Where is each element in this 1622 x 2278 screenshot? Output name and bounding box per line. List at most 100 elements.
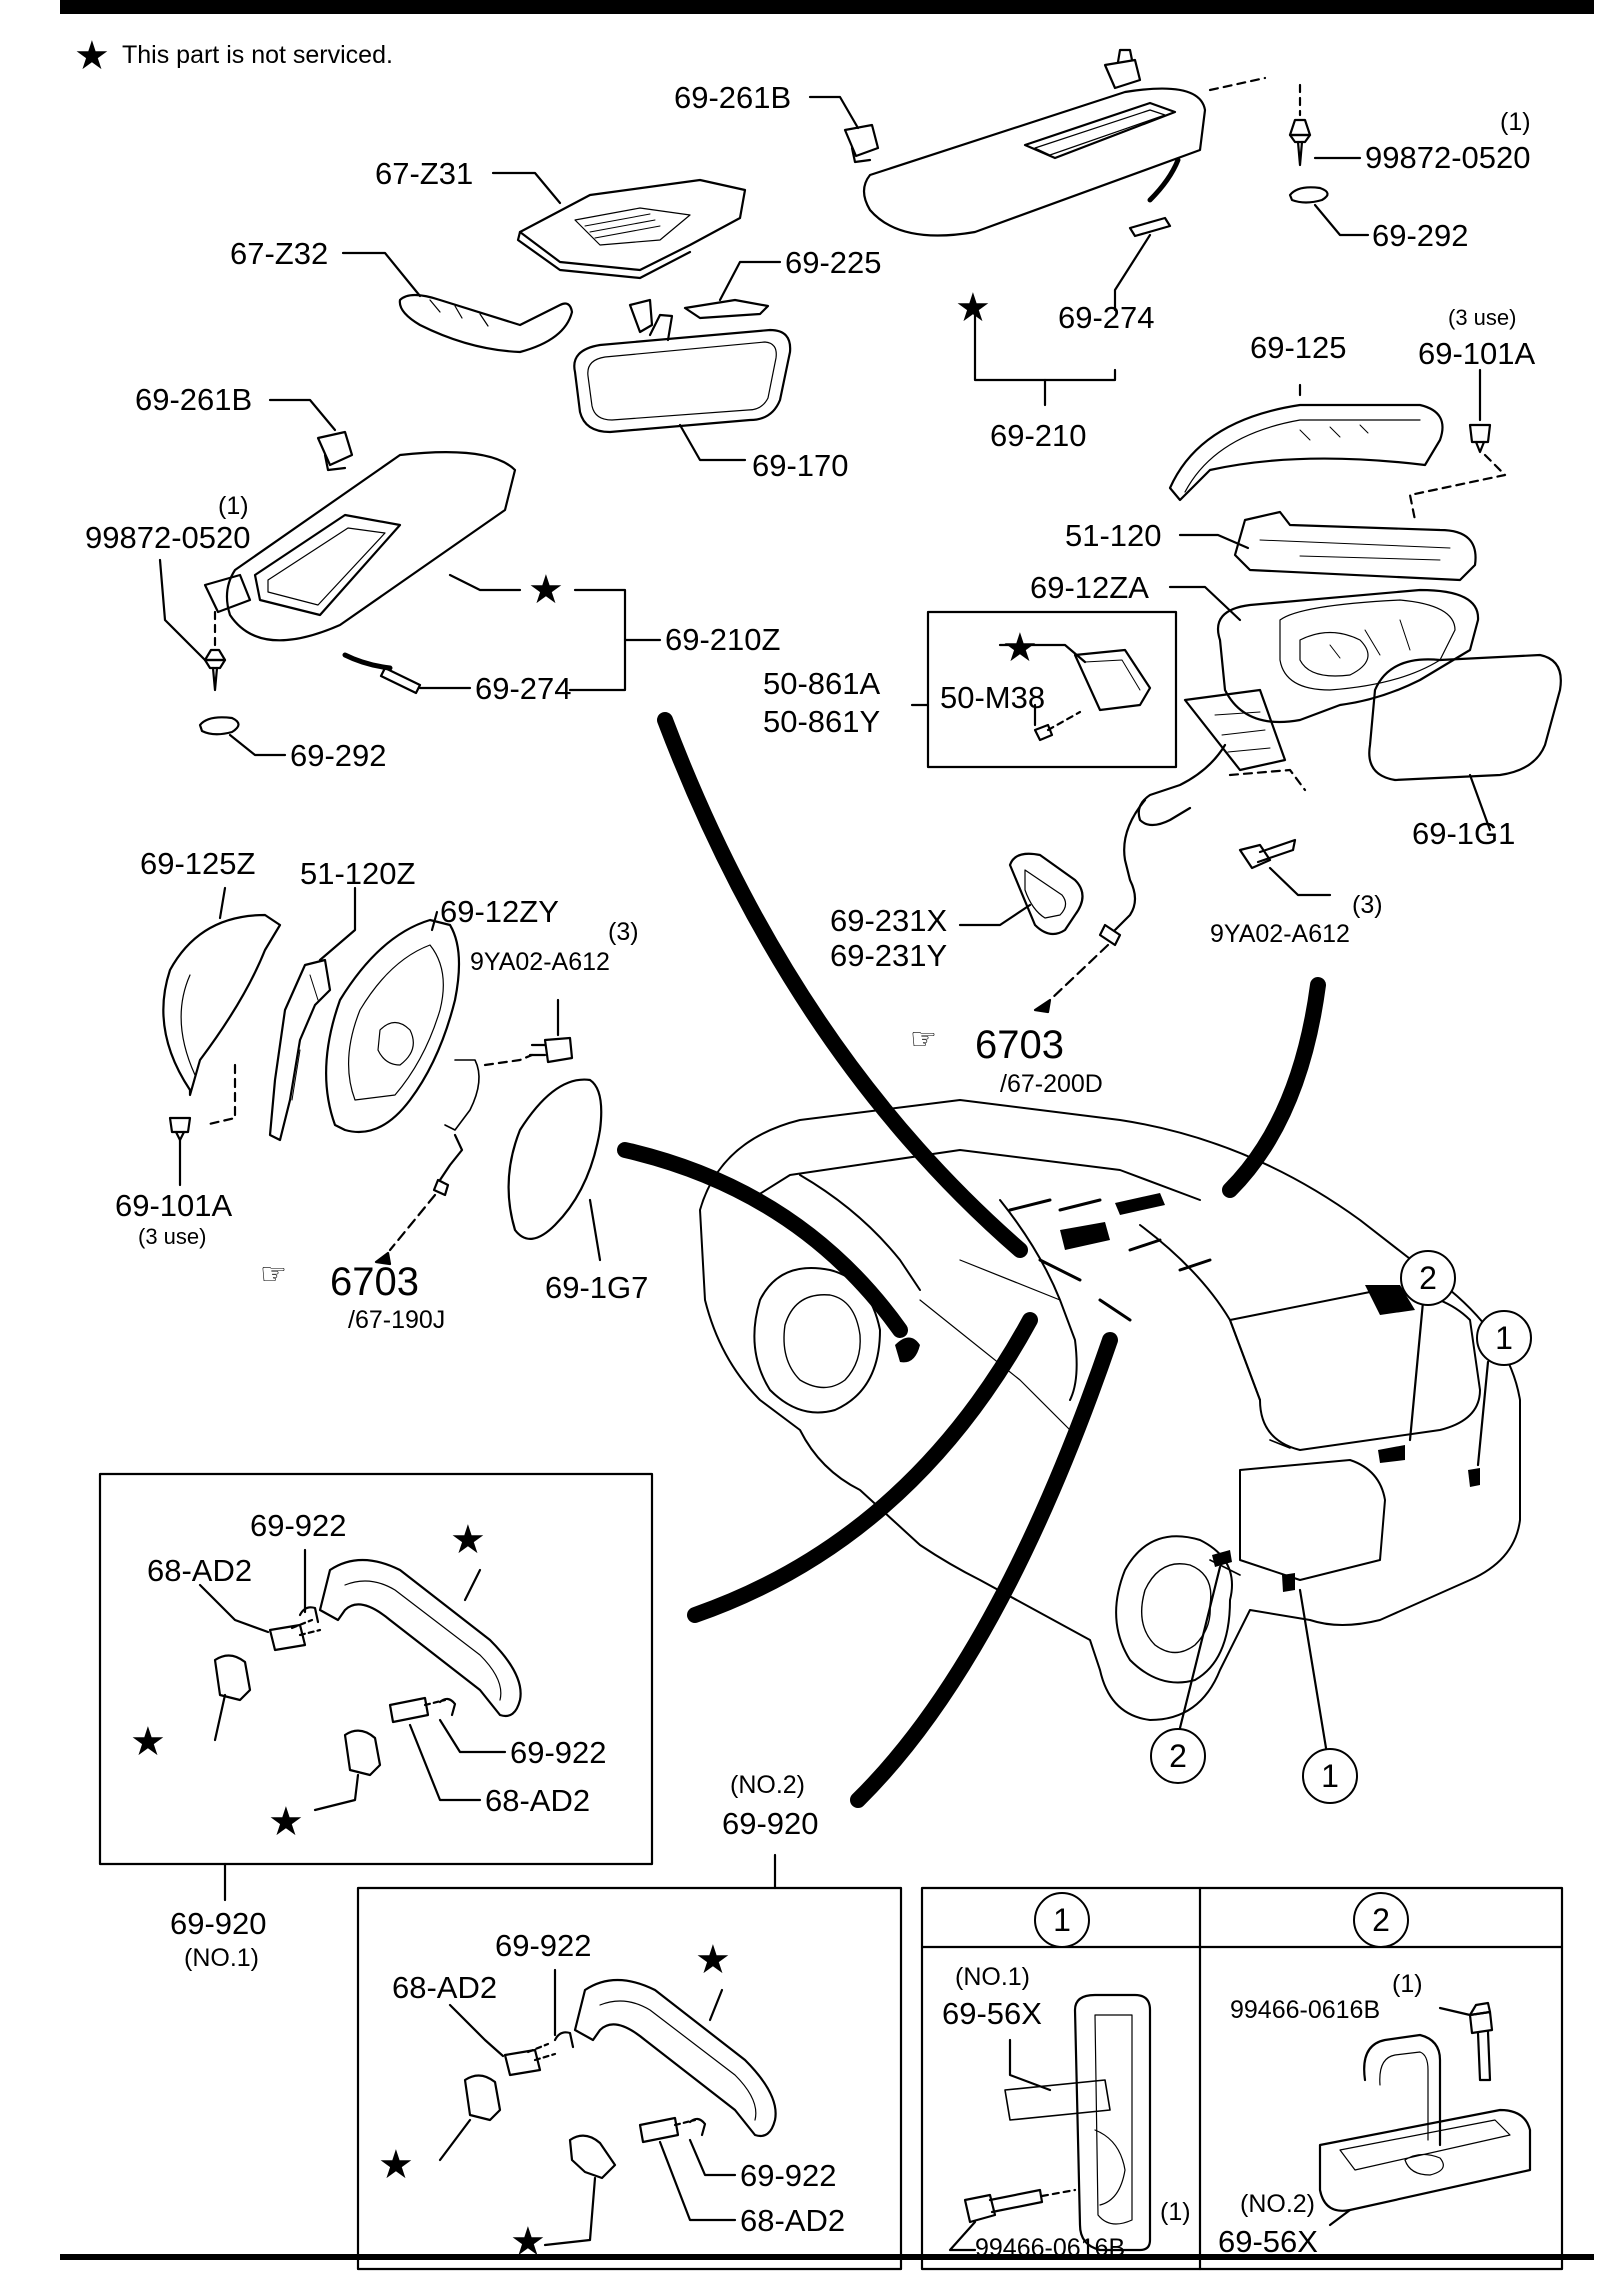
marker-roof-console [1060, 1222, 1110, 1250]
ref-6703-right[interactable]: 6703 [975, 1023, 1064, 1067]
swoosh-grip-no1 [687, 1312, 1038, 1623]
leader-51-120Z [318, 886, 357, 962]
marker-callout2-lower [1212, 1550, 1232, 1567]
mirror-cover-69-225 [628, 298, 770, 334]
screw-99872-0520-left [203, 648, 227, 692]
label-50-M38: 50-M38 [940, 680, 1046, 715]
rear-hook-69-56X-no1 [963, 1993, 1152, 2252]
visor-clip-69-261B-top [843, 123, 880, 164]
leader-tbl-69-56X-no2 [1328, 2208, 1352, 2227]
label-box2-68-AD2-b: 68-AD2 [740, 2203, 846, 2238]
rear-hook-69-56X-no2 [1318, 2001, 1532, 2212]
star-69-210Z: ★ [528, 568, 564, 612]
leader-star-box1-b [213, 1693, 227, 1742]
label-9YA02-A612-left: 9YA02-A612 [470, 948, 610, 976]
screw-99872-0520-top [1288, 118, 1312, 167]
star-box1-a: ★ [450, 1518, 486, 1562]
label-tbl-69-56X-no1: 69-56X [942, 1996, 1042, 2031]
visor-pin-69-274-top [1128, 216, 1172, 238]
leader-tbl-99466-no2 [1438, 2006, 1472, 2017]
vehicle-outline [699, 1099, 1521, 1721]
bracket-69-210Z [568, 588, 627, 692]
mirror-cap-69-125 [1168, 403, 1444, 502]
label-99872-0520-left: 99872-0520 [85, 520, 251, 555]
mirror-glass-69-1G7 [507, 1078, 603, 1240]
leader-69-261B-top [808, 95, 860, 130]
mirror-harness-right [1098, 743, 1227, 947]
mirror-housing-69-12ZY [325, 918, 480, 1197]
swoosh-grip-no2 [850, 1332, 1118, 1808]
screw-69-101A-left [168, 1116, 192, 1142]
ref-67-200D[interactable]: /67-200D [1000, 1070, 1103, 1098]
label-69-225: 69-225 [785, 245, 882, 280]
leader-star-box1-c [313, 1773, 360, 1812]
label-69-231X: 69-231X [830, 903, 948, 938]
label-box1-69-922-b: 69-922 [510, 1735, 607, 1770]
mirror-base-cover-51-120Z [268, 958, 332, 1142]
guide-harness-right [1048, 943, 1110, 1002]
label-69-101A-left: 69-101A [115, 1188, 233, 1223]
bottom-rule [60, 2254, 1594, 2260]
ref-6703-left[interactable]: 6703 [330, 1260, 419, 1304]
label-99872-0520-top: 99872-0520 [1365, 140, 1531, 175]
mirror-base-cover-51-120 [1233, 510, 1477, 582]
box-69-920-no2 [356, 1886, 903, 2271]
leader-callout2-top [1408, 1300, 1425, 1442]
label-box2-69-922-a: 69-922 [495, 1928, 592, 1963]
label-50-861A: 50-861A [763, 666, 881, 701]
overhead-console-cover-67-Z31 [516, 178, 747, 280]
qty-9YA02-right: (3) [1352, 891, 1383, 919]
visor-cap-69-292-left [198, 716, 240, 736]
star-50-M38: ★ [1002, 626, 1038, 670]
swoosh-mirror-left [617, 1142, 908, 1338]
star-box2-b: ★ [378, 2143, 414, 2187]
mirror-glass-69-1G1 [1368, 653, 1562, 782]
table-header-callout-1: 1 [1034, 1892, 1090, 1948]
leader-67-Z31 [491, 171, 562, 205]
leader-69-125Z [218, 886, 227, 920]
visor-pin-69-274-left [379, 666, 422, 695]
label-tbl-no1: (NO.1) [955, 1963, 1030, 1991]
label-69-274-left: 69-274 [475, 671, 572, 706]
marker-callout2-rear [1378, 1445, 1405, 1463]
marker-visor-mount [1365, 1285, 1415, 1315]
label-9YA02-A612-right: 9YA02-A612 [1210, 920, 1350, 948]
swoosh-mirror-right [1222, 977, 1326, 1198]
leader-69-225 [718, 260, 782, 302]
leader-callout1-bottom [1298, 1588, 1328, 1750]
label-69-210: 69-210 [990, 418, 1087, 453]
star-box2-a: ★ [695, 1938, 731, 1982]
label-69-920-no2: 69-920 [722, 1806, 819, 1841]
callout-2-bottom: 2 [1150, 1728, 1206, 1784]
guide-9YA02-right [1228, 768, 1307, 792]
not-serviced-star-icon: ★ [74, 34, 110, 78]
label-69-12ZA: 69-12ZA [1030, 570, 1149, 605]
label-51-120Z: 51-120Z [300, 856, 416, 891]
label-box1-68-AD2-b: 68-AD2 [485, 1783, 591, 1818]
swoosh-visor-left [657, 712, 1028, 1258]
leader-tbl-99466-no1 [948, 2220, 977, 2252]
leader-box2-69922-b [688, 2138, 737, 2177]
table-header-callout-2: 2 [1353, 1892, 1409, 1948]
leader-callout2-bottom [1178, 1565, 1222, 1730]
guide-69-101A-left [203, 1063, 237, 1127]
label-box2-69-922-b: 69-922 [740, 2158, 837, 2193]
leader-9YA02-right [1268, 866, 1332, 897]
label-69-101A-right: 69-101A [1418, 336, 1536, 371]
label-tbl-99466-no2: 99466-0616B [1230, 1996, 1381, 2024]
label-box1-69-922-a: 69-922 [250, 1508, 347, 1543]
guide-69-101A-right [1408, 453, 1507, 522]
label-69-231Y: 69-231Y [830, 938, 948, 973]
label-no2-top: (NO.2) [730, 1771, 805, 1799]
bolt-9YA02-A612-right [1238, 838, 1297, 870]
visor-clip-69-261B-left [316, 430, 354, 472]
label-69-125: 69-125 [1250, 330, 1347, 365]
label-69-12ZY: 69-12ZY [440, 894, 559, 929]
pointing-hand-icon-right: ☞ [910, 1023, 937, 1056]
leader-box1-68AD2-b [408, 1723, 482, 1802]
label-box1-68-AD2-a: 68-AD2 [147, 1553, 253, 1588]
leader-star-box1-a [463, 1568, 482, 1602]
ref-67-190J[interactable]: /67-190J [348, 1306, 446, 1334]
marker-callout1-rear [1468, 1468, 1480, 1487]
